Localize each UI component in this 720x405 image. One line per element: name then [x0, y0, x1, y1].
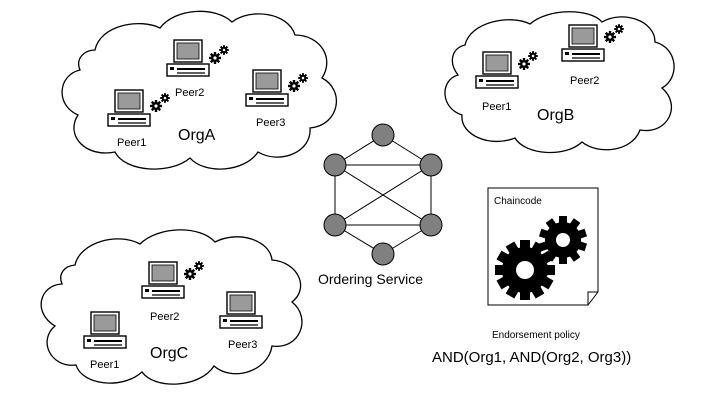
org-cloud-orgc: Peer2 Peer3 Peer1 OrgC — [40, 229, 303, 385]
peer-label: Peer1 — [482, 101, 511, 113]
cloud-shape — [444, 11, 675, 154]
org-label: OrgA — [178, 127, 216, 144]
ordering-service-edges — [334, 134, 432, 255]
document-fold — [587, 291, 598, 305]
peer-label: Peer1 — [117, 137, 146, 149]
orderer-node — [419, 153, 443, 177]
org-cloud-orgb: Peer1 Peer2 OrgB — [444, 11, 675, 154]
orderer-node — [323, 213, 347, 237]
orderer-node — [419, 213, 443, 237]
ordering-service-label: Ordering Service — [318, 271, 423, 287]
chaincode-document: Chaincode — [487, 187, 599, 306]
ordering-service: Ordering Service — [318, 123, 443, 287]
peer-orgc-peer1 — [83, 311, 127, 349]
chaincode-title: Chaincode — [494, 196, 542, 207]
orderer-node — [371, 123, 395, 147]
orderer-node — [323, 153, 347, 177]
endorsement-policy-expression: AND(Org1, AND(Org2, Org3)) — [432, 349, 631, 366]
gears-icon — [495, 216, 588, 300]
endorsement-policy-title: Endorsement policy — [492, 330, 580, 341]
peer-label: Peer2 — [570, 75, 599, 87]
org-label: OrgC — [150, 345, 188, 362]
peer-orgc-peer3 — [219, 291, 263, 329]
peer-label: Peer3 — [228, 339, 257, 351]
peer-label: Peer3 — [256, 117, 285, 129]
peer-label: Peer2 — [175, 87, 204, 99]
peer-label: Peer2 — [150, 311, 179, 323]
peer-label: Peer1 — [90, 359, 119, 371]
org-label: OrgB — [537, 107, 574, 124]
orderer-node — [371, 242, 395, 266]
cloud-shape — [61, 10, 338, 170]
org-cloud-orga: Peer2 Peer3 Peer1 OrgA — [61, 10, 338, 170]
